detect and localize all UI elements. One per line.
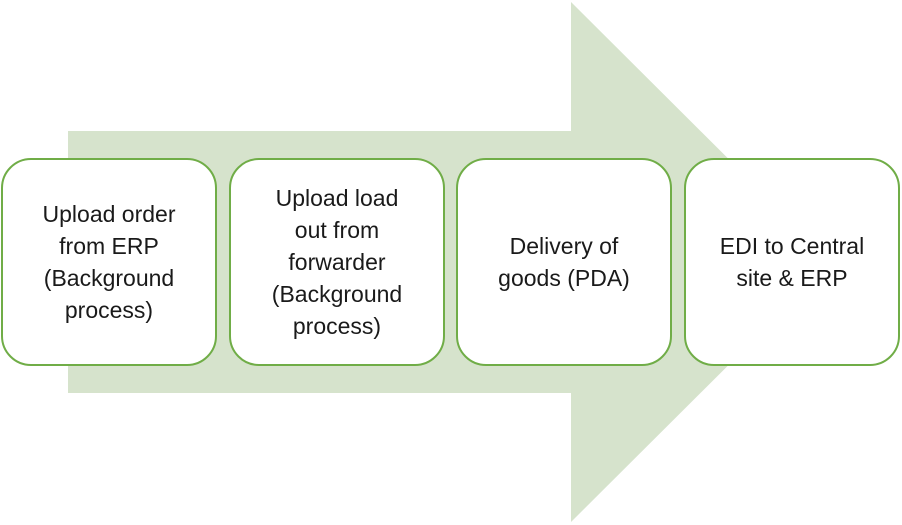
step-label-edi-to-central: EDI to Central site & ERP: [719, 233, 865, 291]
step-box-delivery-of-goods: Delivery of goods (PDA): [456, 158, 672, 366]
arrow-polygon: [68, 2, 832, 522]
step-label-delivery-of-goods: Delivery of goods (PDA): [498, 233, 630, 291]
step-box-upload-order: Upload order from ERP (Background proces…: [1, 158, 217, 366]
step-label-upload-order: Upload order from ERP (Background proces…: [42, 201, 176, 323]
step-box-upload-load-out: Upload load out from forwarder (Backgrou…: [229, 158, 445, 366]
step-label-upload-load-out: Upload load out from forwarder (Backgrou…: [271, 185, 403, 339]
step-box-edi-to-central: EDI to Central site & ERP: [684, 158, 900, 366]
